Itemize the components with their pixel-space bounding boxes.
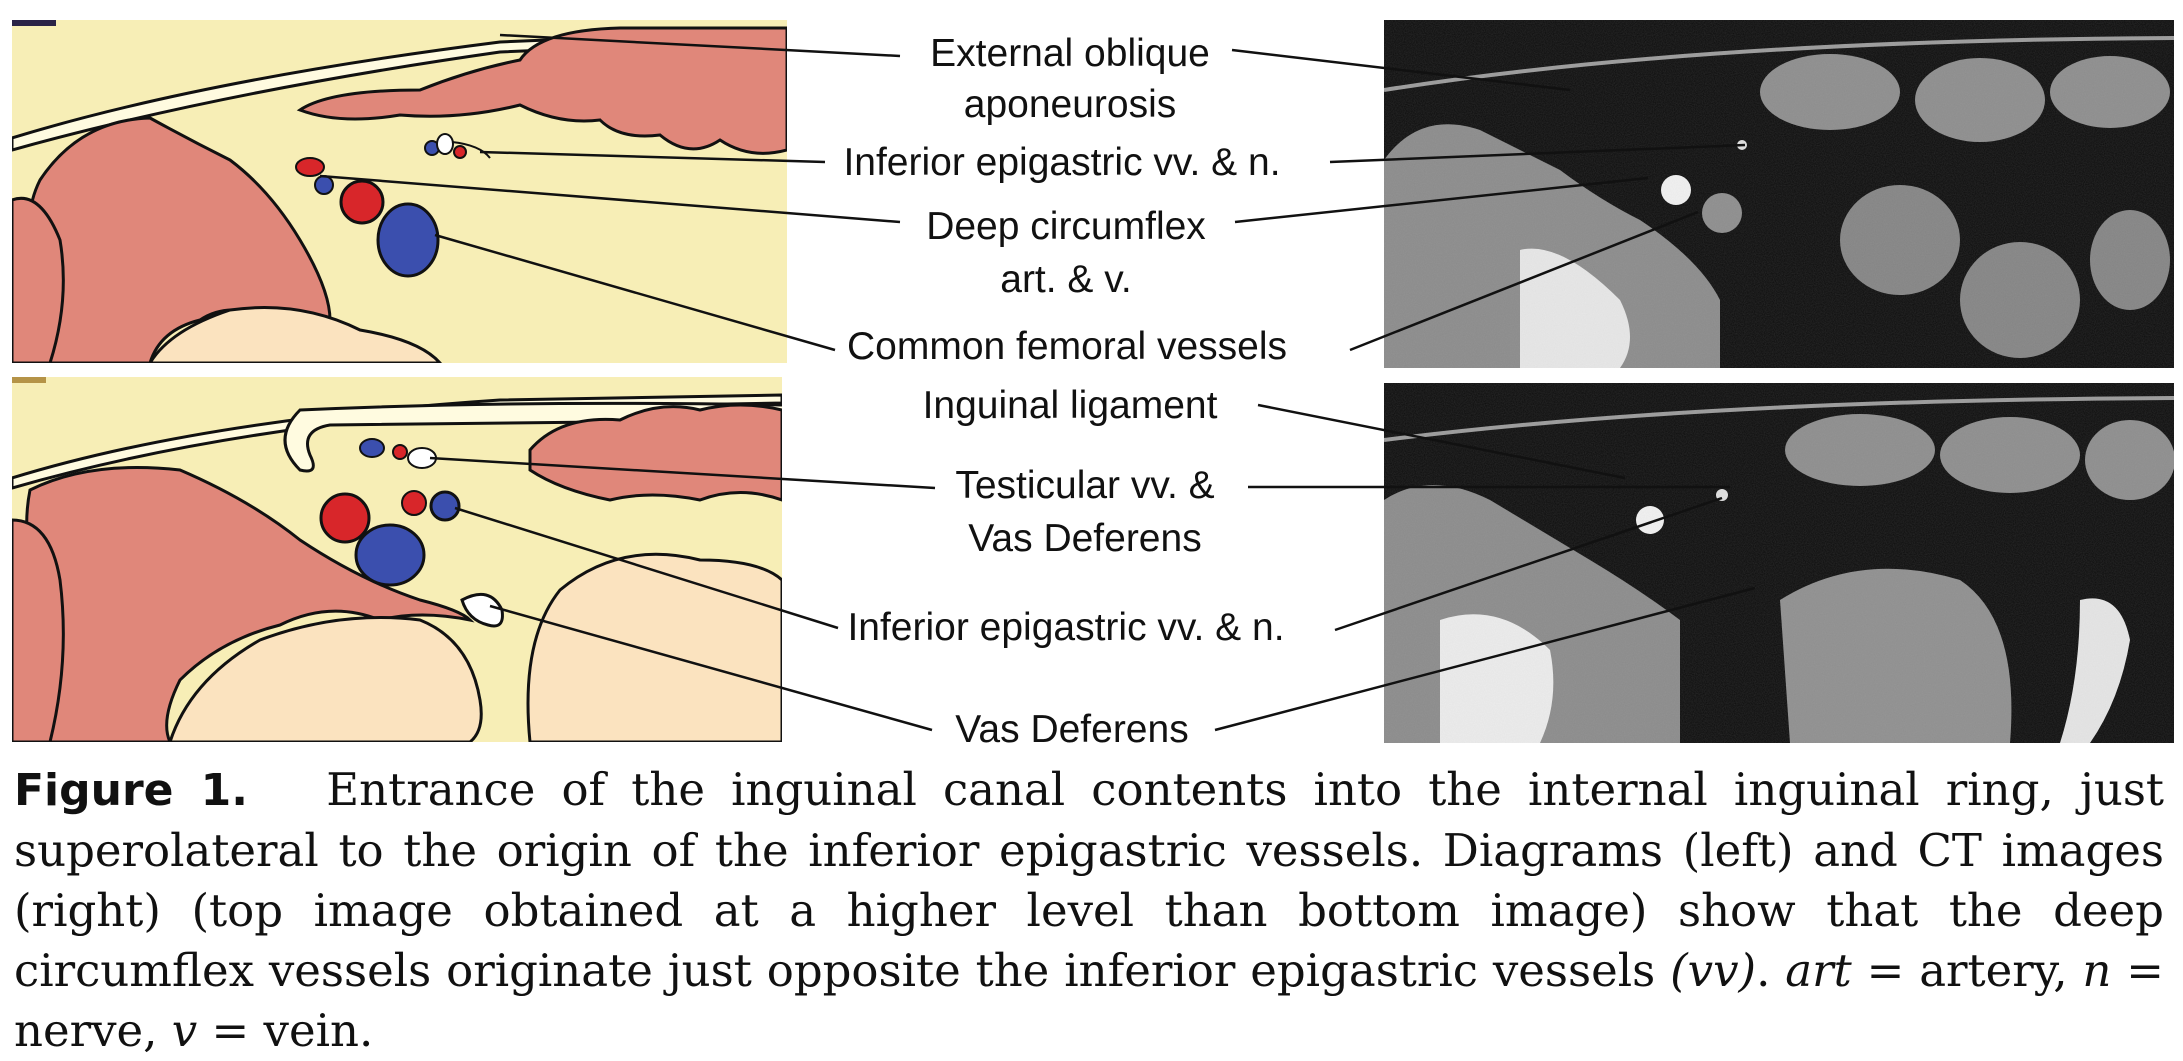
diagram-bottom [12,377,782,742]
labels: External oblique aponeurosis Inferior ep… [843,32,1287,745]
label-testicular-2: Vas Deferens [968,517,1201,560]
caption-abbr-art: art [1785,944,1852,997]
muscle-rectus-top [296,26,787,155]
caption-abbr-vv: (vv) [1670,944,1757,997]
testicular-vein [359,438,385,458]
label-deep-circumflex-2: art. & v. [1000,258,1131,301]
femoral-vein-bottom [354,523,426,587]
label-common-femoral: Common femoral vessels [847,325,1287,368]
figure-caption: Figure 1. Entrance of the inguinal canal… [14,760,2164,1061]
figure-1: External oblique aponeurosis Inferior ep… [12,20,2174,745]
bone-top [148,306,442,363]
label-vas-deferens: Vas Deferens [955,708,1188,745]
leader-lines [319,33,1756,732]
inf-epigastric-artery-top [453,145,467,159]
caption-abbr-v: v [171,1004,198,1057]
inf-epigastric-vein-bottom [429,490,461,522]
inf-epigastric-artery-bottom [401,490,427,516]
ct-bottom [1384,383,2174,743]
label-testicular-1: Testicular vv. & [955,464,1214,507]
femoral-artery-bottom [319,492,371,544]
ct-top [1384,20,2174,368]
vas-deferens-bottom [460,592,504,628]
deep-circumflex-artery [295,157,325,177]
common-femoral-vein [376,202,440,278]
diagram-top [12,20,787,363]
label-inguinal-ligament: Inguinal ligament [923,384,1218,427]
common-femoral-artery [339,179,385,225]
label-external-oblique-1: External oblique [930,32,1210,75]
caption-def-art: = artery, [1851,944,2083,997]
caption-sep: . [1756,944,1786,997]
bone-bottom-left [168,616,483,742]
label-deep-circumflex-1: Deep circumflex [926,205,1206,248]
label-inf-epigastric-top: Inferior epigastric vv. & n. [843,141,1280,184]
testicular-artery [392,444,408,460]
caption-def-v: = vein. [197,1004,374,1057]
caption-abbr-n: n [2082,944,2112,997]
inf-epigastric-nerve-top [436,133,454,155]
label-inf-epigastric-bottom: Inferior epigastric vv. & n. [847,606,1284,649]
caption-label: Figure 1. [14,765,248,816]
deep-circumflex-vein [314,175,334,195]
caption-text: Entrance of the inguinal canal contents … [14,763,2164,997]
label-external-oblique-2: aponeurosis [964,83,1176,126]
